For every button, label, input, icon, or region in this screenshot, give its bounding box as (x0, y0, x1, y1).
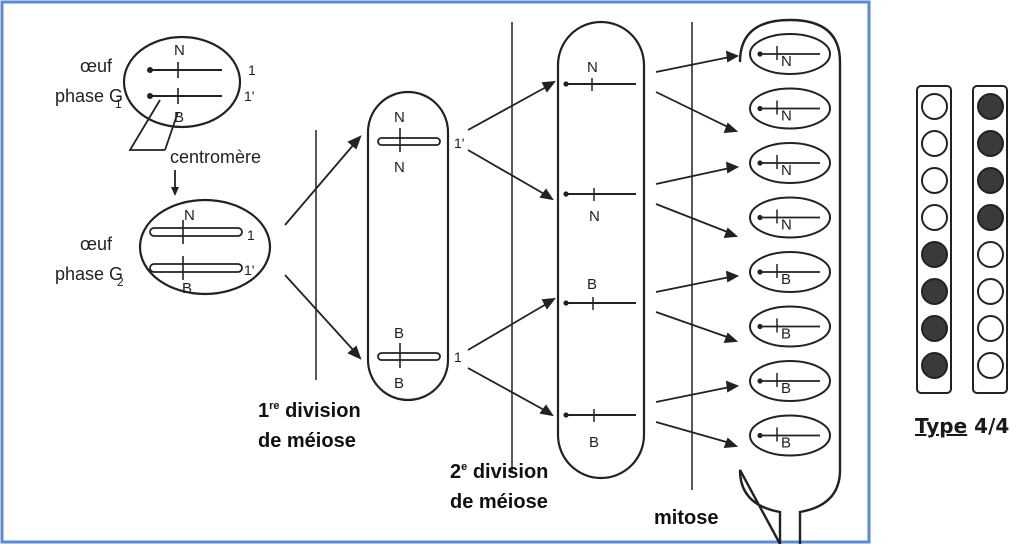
m2-chrom-2 (563, 188, 636, 201)
ascospore-label: N (781, 108, 792, 125)
ascospore-label: B (781, 271, 791, 288)
ascospore: N (749, 196, 831, 239)
egg-g1: N B 1 1' (122, 35, 256, 129)
filled-spore-circle (977, 130, 1004, 157)
g1-chrom-top: 1 (248, 62, 256, 78)
g1-chrom-bottom: 1' (244, 88, 254, 104)
egg-g2-label-line2: phase G (55, 264, 123, 284)
ascospore-label: N (781, 53, 792, 70)
empty-spore-circle (977, 241, 1004, 268)
ascospore: B (749, 305, 831, 348)
m1-bottom-b: B (394, 375, 404, 392)
empty-spore-circle (921, 93, 948, 120)
meiosis2-label-line3: de méiose (450, 491, 548, 513)
egg-g2: N B 1 1' (138, 198, 272, 297)
egg-g2-label-line1: œuf (80, 234, 113, 254)
filled-spore-circle (977, 93, 1004, 120)
m2-spore-label-1: N (587, 59, 598, 76)
meiosis2-cell: N N B B (556, 20, 646, 480)
ascospore: B (749, 360, 831, 402)
arrows-meiosis2-to-ascus (655, 50, 740, 449)
centromere-label: centromère (170, 147, 261, 167)
g2-chrom-top: 1 (247, 227, 255, 243)
ascus-type-columns (914, 85, 1024, 400)
m1-bottom-chrom: 1 (454, 349, 462, 365)
centromere-pointer (128, 99, 179, 196)
m1-top-b: N (394, 159, 405, 176)
empty-spore-circle (921, 167, 948, 194)
egg-g1-label-line1: œuf (80, 56, 113, 76)
ascus-type-value: 4/4 (974, 414, 1010, 438)
m2-spore-label-4: B (589, 434, 599, 451)
ascospore-label: B (781, 435, 791, 452)
meiosis1-cell: N N 1' B B 1 (366, 90, 464, 402)
ascospore-label: N (781, 162, 792, 179)
arrows-meiosis1-to-meiosis2 (467, 80, 556, 417)
ascus-column-right (972, 85, 1008, 394)
meiosis1-label-line1: 1re division (258, 400, 361, 422)
ascus-type-label: Type 4/4 (915, 414, 1009, 438)
m2-chrom-1 (563, 78, 636, 91)
m1-top-chrom: 1' (454, 135, 464, 151)
m2-chrom-4 (563, 409, 636, 422)
ascus: N N N N B B B B (738, 18, 842, 544)
m2-chrom-3 (563, 297, 636, 310)
filled-spore-circle (921, 315, 948, 342)
ascospore-label: B (781, 380, 791, 397)
ascus-column-left (916, 85, 952, 394)
ascospore: N (749, 33, 831, 75)
g2-chrom-bottom: 1' (244, 262, 254, 278)
m2-spore-label-3: B (587, 276, 597, 293)
empty-spore-circle (921, 204, 948, 231)
empty-spore-circle (921, 130, 948, 157)
m1-top-a: N (394, 109, 405, 126)
egg-g1-label-sub: 1 (115, 97, 122, 111)
g1-upper-locus: N (174, 42, 185, 59)
egg-g2-label-sub: 2 (117, 275, 124, 289)
ascospore: B (749, 414, 831, 457)
figure-frame (0, 0, 871, 544)
mitosis-label: mitose (654, 507, 718, 529)
m2-spore-label-2: N (589, 208, 600, 225)
filled-spore-circle (977, 204, 1004, 231)
empty-spore-circle (977, 278, 1004, 305)
g1-lower-locus: B (174, 109, 184, 126)
egg-g1-label-line2: phase G (55, 86, 123, 106)
m1-bottom-a: B (394, 325, 404, 342)
ascospore: N (749, 142, 831, 184)
empty-spore-circle (977, 315, 1004, 342)
filled-spore-circle (921, 352, 948, 379)
ascospore: B (749, 251, 831, 293)
ascus-type-word: Type (915, 414, 968, 438)
filled-spore-circle (921, 278, 948, 305)
meiosis2-label-line1: 2e division (450, 461, 548, 483)
g2-upper-locus: N (184, 207, 195, 224)
ascospore-label: N (781, 217, 792, 234)
meiosis1-label-line3: de méiose (258, 430, 356, 452)
filled-spore-circle (921, 241, 948, 268)
ascospore: N (749, 87, 831, 130)
g2-lower-locus: B (182, 280, 192, 297)
empty-spore-circle (977, 352, 1004, 379)
arrows-g2-to-meiosis1 (284, 135, 362, 360)
filled-spore-circle (977, 167, 1004, 194)
ascospore-label: B (781, 326, 791, 343)
